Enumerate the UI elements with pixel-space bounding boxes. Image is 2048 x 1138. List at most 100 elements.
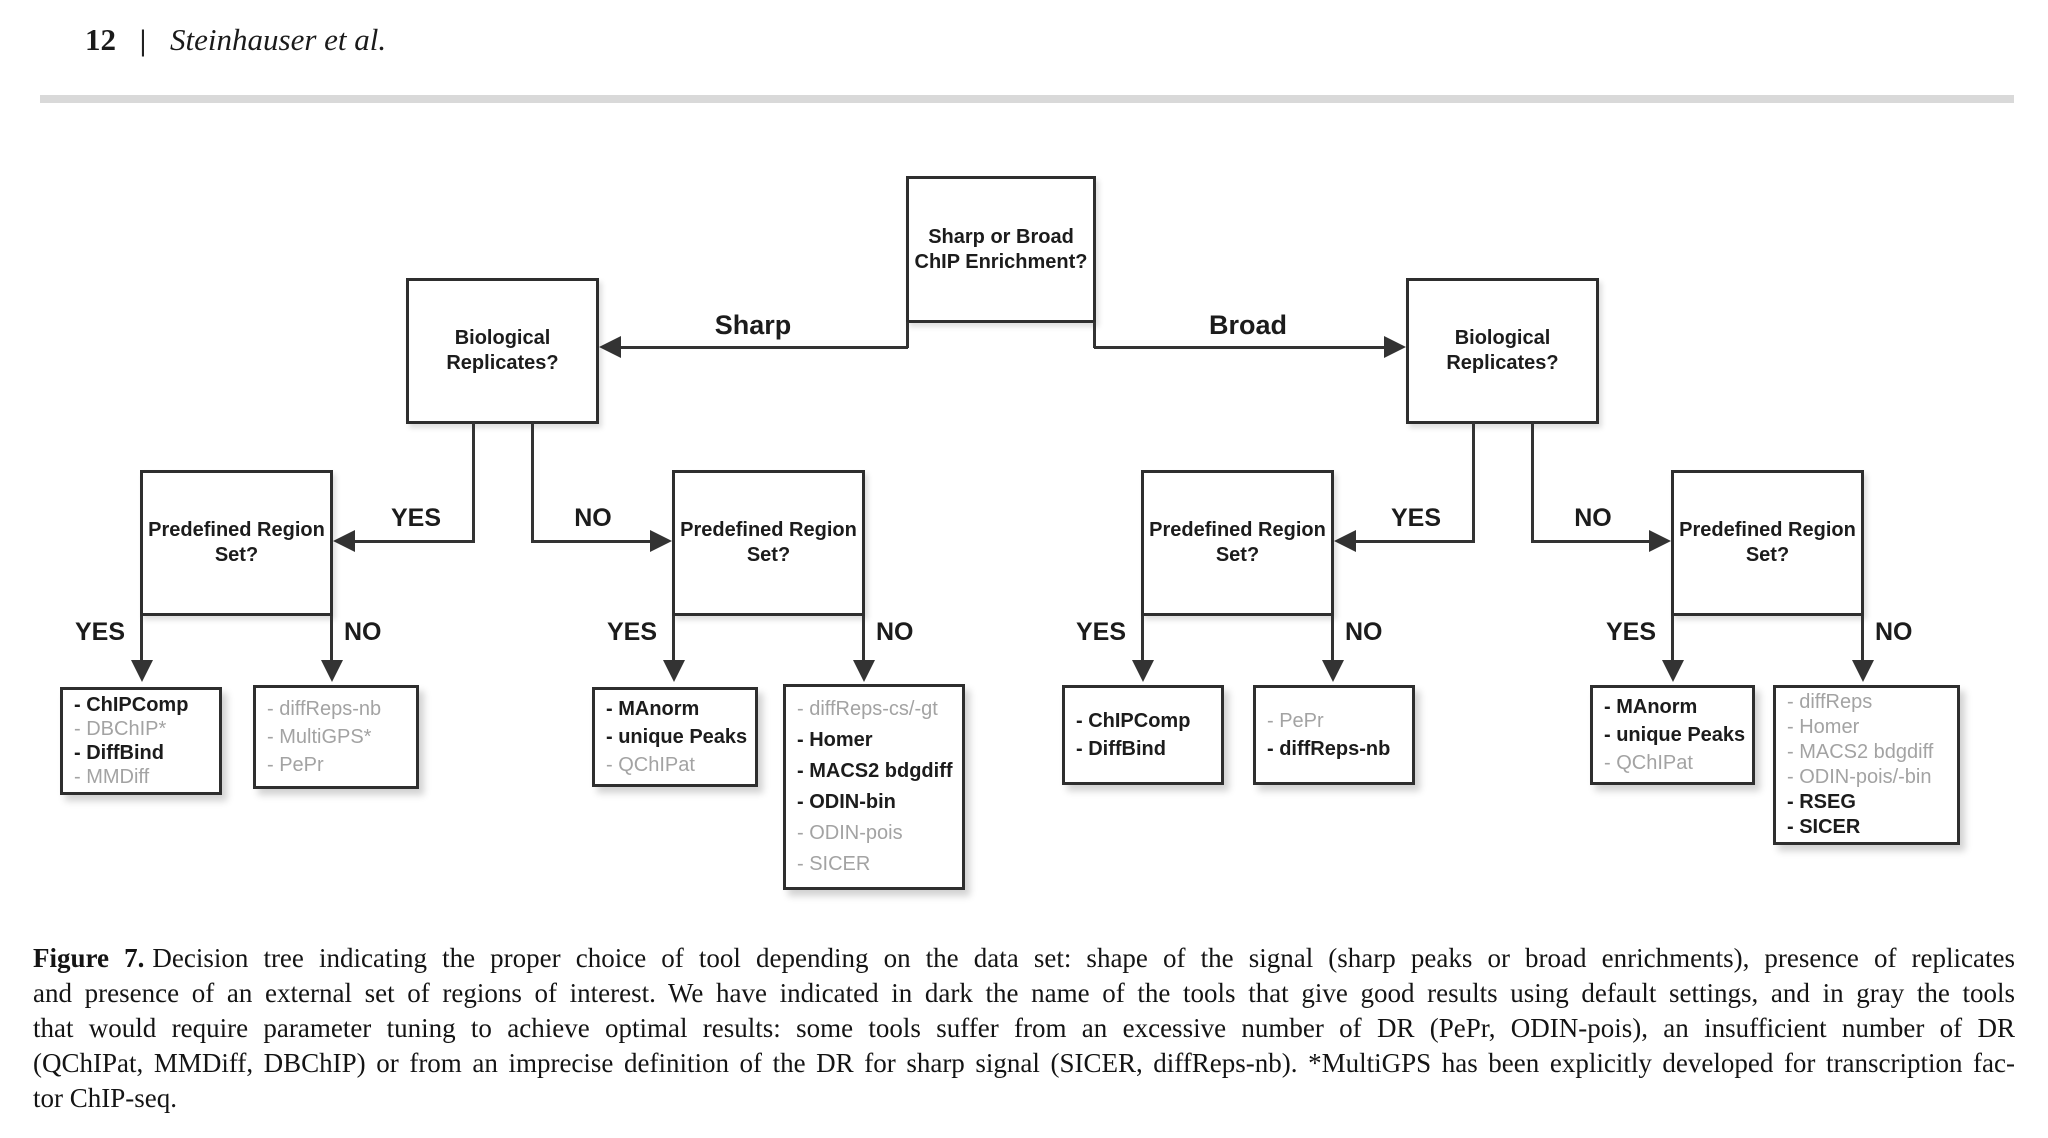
connector-line <box>1472 422 1475 543</box>
header-separator: | <box>138 24 148 57</box>
label-yes-leaf-3: YES <box>1075 618 1126 646</box>
page-header: 12 | Steinhauser et al. <box>85 22 386 58</box>
connector-line <box>906 322 909 348</box>
tool-item: - MACS2 bdgdiff <box>797 760 953 782</box>
leaf-broad-noreplicates-yes: - MAnorm - unique Peaks - QChIPat <box>1590 685 1755 785</box>
tool-item: - diffReps-cs/-gt <box>797 698 938 720</box>
tool-item: - MACS2 bdgdiff <box>1787 741 1934 763</box>
leaf-sharp-replicates-yes: - ChIPComp- DBChIP*- DiffBind- MMDiff <box>60 687 222 795</box>
arrow-down-icon <box>663 660 685 682</box>
branch-label-broad: Broad <box>1208 310 1287 340</box>
caption-line: tor ChIP-seq. <box>33 1083 177 1113</box>
tool-item: - Homer <box>797 729 873 751</box>
connector-line <box>353 540 474 543</box>
label-no-leaf-2: NO <box>876 618 914 646</box>
arrow-left-icon <box>599 336 621 358</box>
connector-line <box>1353 540 1474 543</box>
connector-line <box>531 422 534 543</box>
leaf-broad-replicates-yes: - ChIPComp - DiffBind <box>1062 685 1224 785</box>
connector-line <box>330 616 333 662</box>
arrow-right-icon <box>1384 336 1406 358</box>
connector-line <box>531 540 652 543</box>
label-no-leaf-4: NO <box>1875 618 1913 646</box>
node-biological-replicates-broad: Biological Replicates? <box>1406 278 1599 424</box>
label-no-broad-replicates: NO <box>1574 504 1612 532</box>
leaf-sharp-noreplicates-yes: - MAnorm- unique Peaks- QChIPat <box>592 687 758 787</box>
tool-item: - diffReps-nb <box>267 698 382 720</box>
connector-line <box>1861 616 1864 662</box>
tool-item: - unique Peaks <box>606 726 748 748</box>
tool-item: - MAnorm <box>1604 696 1698 718</box>
node-predefined-broad-yes: Predefined Region Set? <box>1141 470 1334 616</box>
tool-item: - SICER <box>797 853 871 875</box>
header-rule <box>40 95 2014 103</box>
label-yes-leaf-4: YES <box>1605 618 1656 646</box>
tool-item: - Homer <box>1787 716 1860 738</box>
branch-label-sharp: Sharp <box>714 310 792 340</box>
connector-line <box>1141 616 1144 662</box>
label-yes-leaf-2: YES <box>606 618 657 646</box>
tool-item: - DiffBind <box>1076 738 1166 760</box>
connector-line <box>1531 422 1534 543</box>
page-number: 12 <box>85 22 116 57</box>
tool-item: - ODIN-pois <box>797 822 903 844</box>
tool-item: - ChIPComp <box>74 694 189 716</box>
tool-item: - MAnorm <box>606 698 700 720</box>
label-yes-sharp-replicates: YES <box>390 504 442 532</box>
arrow-down-icon <box>131 660 153 682</box>
arrow-down-icon <box>1852 660 1874 682</box>
tool-item: - RSEG <box>1787 791 1856 813</box>
tool-item: - SICER <box>1787 816 1861 838</box>
tool-item: - diffReps <box>1787 691 1873 713</box>
tool-item: - MultiGPS* <box>267 726 372 748</box>
arrow-left-icon <box>1334 530 1356 552</box>
tool-item: - PePr <box>1267 710 1324 732</box>
leaf-broad-replicates-no: - PePr - diffReps-nb <box>1253 685 1415 785</box>
tool-item: - diffReps-nb <box>1267 738 1391 760</box>
caption-line: that would require parameter tuning to a… <box>33 1013 2015 1043</box>
label-yes-leaf-1: YES <box>74 618 125 646</box>
caption-line: and presence of an external set of regio… <box>33 978 2015 1008</box>
connector-line <box>1094 346 1392 349</box>
caption-line: (QChIPat, MMDiff, DBChIP) or from an imp… <box>33 1048 2015 1078</box>
arrow-right-icon <box>1649 530 1671 552</box>
connector-line <box>1331 616 1334 662</box>
tool-item: - ChIPComp <box>1076 710 1191 732</box>
tool-item: - MMDiff <box>74 766 150 788</box>
tool-item: - QChIPat <box>1604 752 1693 774</box>
label-yes-broad-replicates: YES <box>1390 504 1442 532</box>
node-root-sharp-or-broad: Sharp or Broad ChIP Enrichment? <box>906 176 1096 323</box>
arrow-down-icon <box>1132 660 1154 682</box>
connector-line <box>140 616 143 662</box>
arrow-right-icon <box>650 530 672 552</box>
connector-line <box>1531 540 1651 543</box>
arrow-down-icon <box>321 660 343 682</box>
label-no-sharp-replicates: NO <box>574 504 612 532</box>
leaf-sharp-replicates-no: - diffReps-nb - MultiGPS* - PePr <box>253 685 419 789</box>
connector-line <box>1093 322 1096 348</box>
label-no-leaf-3: NO <box>1345 618 1383 646</box>
leaf-broad-noreplicates-no: - diffReps - Homer - MACS2 bdgdiff - ODIN-p… <box>1773 685 1960 845</box>
caption-text: Decision tree indicating the proper choi… <box>152 943 2015 973</box>
leaf-sharp-noreplicates-no: - diffReps-cs/-gt - Homer - MACS2 bdgdiff -… <box>783 684 965 890</box>
tool-item: - DBChIP* <box>74 718 167 740</box>
tool-item: - DiffBind <box>74 742 164 764</box>
figure-label: Figure 7. <box>33 943 145 973</box>
arrow-down-icon <box>853 660 875 682</box>
node-biological-replicates-sharp: Biological Replicates? <box>406 278 599 424</box>
label-no-leaf-1: NO <box>344 618 382 646</box>
arrow-down-icon <box>1662 660 1684 682</box>
connector-line <box>1671 616 1674 662</box>
arrow-down-icon <box>1322 660 1344 682</box>
tool-item: - PePr <box>267 754 324 776</box>
tool-item: - unique Peaks <box>1604 724 1746 746</box>
connector-line <box>472 422 475 543</box>
node-predefined-sharp-no: Predefined Region Set? <box>672 470 865 616</box>
figure-caption: Figure 7.Decision tree indicating the pr… <box>33 941 2015 1116</box>
node-predefined-sharp-yes: Predefined Region Set? <box>140 470 333 616</box>
node-predefined-broad-no: Predefined Region Set? <box>1671 470 1864 616</box>
connector-line <box>605 346 908 349</box>
tool-item: - ODIN-pois/-bin <box>1787 766 1932 788</box>
caption-line: Figure 7.Decision tree indicating the pr… <box>33 941 2015 976</box>
